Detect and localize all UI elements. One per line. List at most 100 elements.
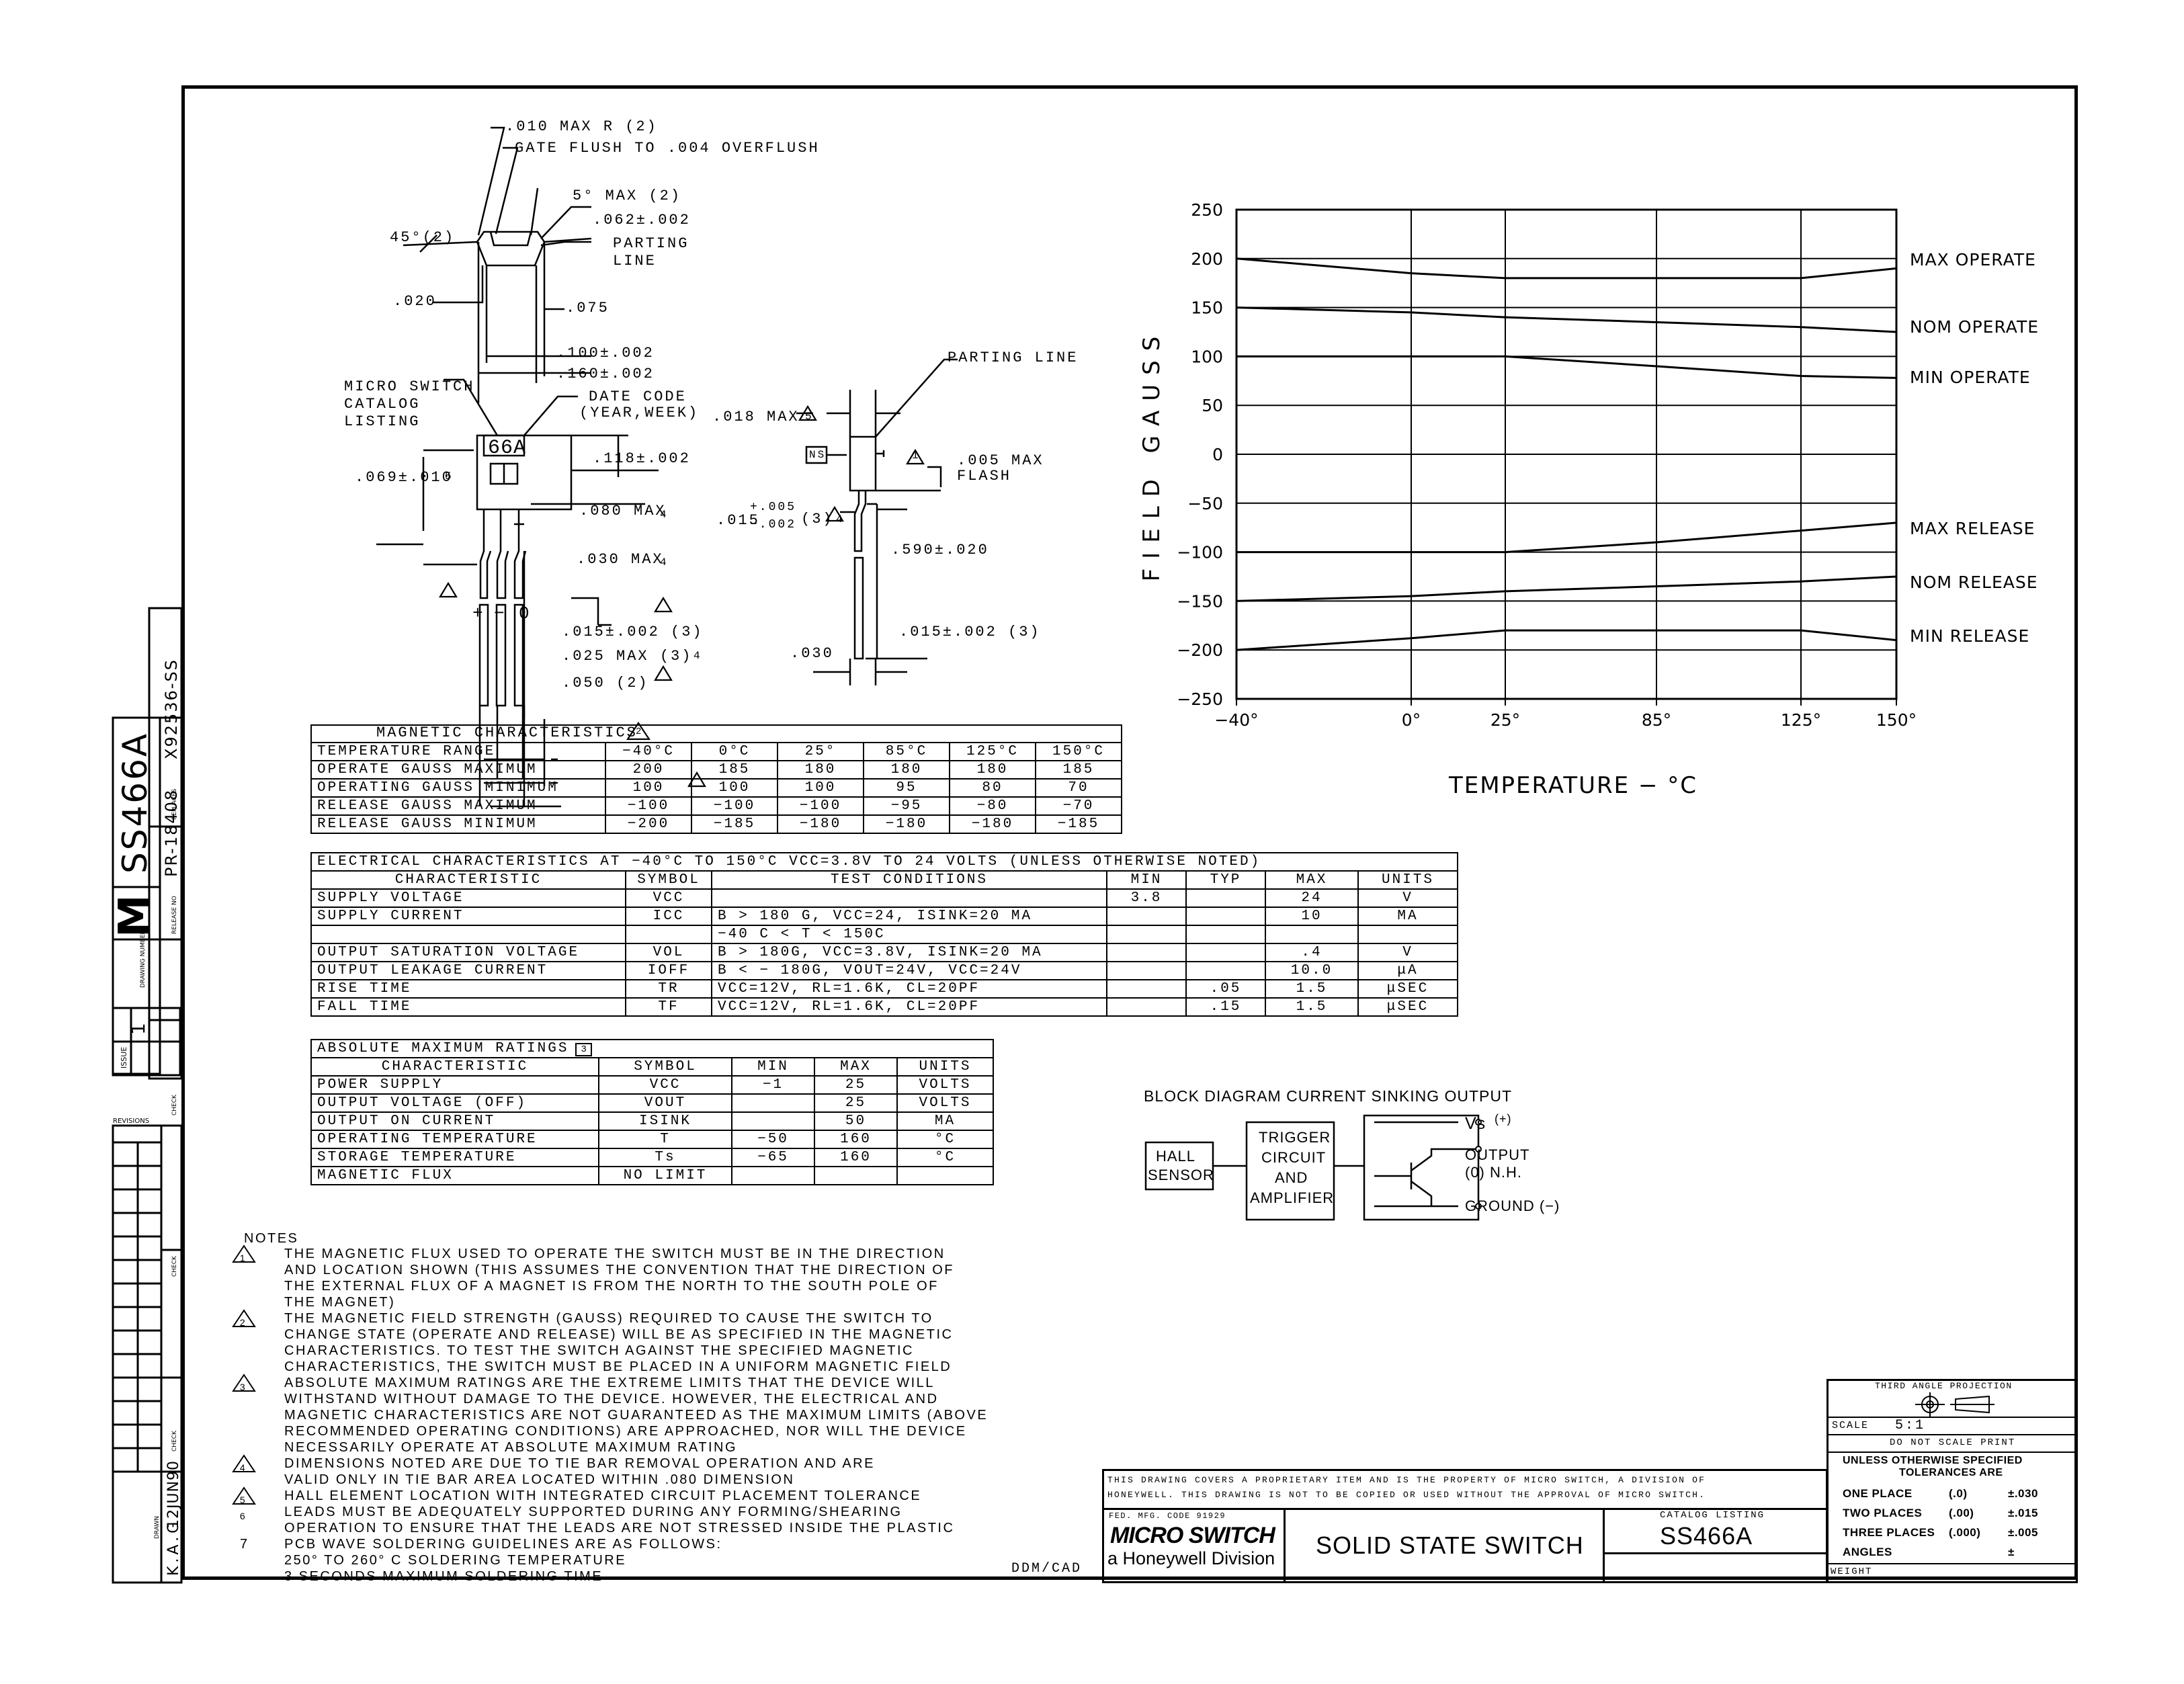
drawn-date: 12JUN90 — [165, 1460, 182, 1529]
cell-value: VOLTS — [896, 1093, 994, 1113]
cell-value — [1106, 961, 1187, 980]
cell-value: VCC — [625, 888, 712, 908]
cell-value: μSEC — [1357, 979, 1458, 999]
cell-value — [1185, 888, 1266, 908]
dim-label-39: (3) — [801, 511, 834, 528]
dim-label-11: .160±.002 — [556, 366, 655, 382]
cell-value — [1357, 925, 1458, 944]
cell-value: 160 — [814, 1130, 898, 1149]
cell-value: B > 180 G, VCC=24, ISINK=20 MA — [711, 907, 1107, 926]
revisions-label: REVISIONS — [113, 1118, 149, 1125]
series-line — [1236, 521, 1897, 554]
note-line: THE MAGNETIC FLUX USED TO OPERATE THE SW… — [284, 1247, 946, 1261]
ddm-cad-label: DDM/CAD — [1011, 1561, 1083, 1576]
note-item: 5 HALL ELEMENT LOCATION WITH INTEGRATED C… — [232, 1486, 988, 1505]
note-line: HALL ELEMENT LOCATION WITH INTEGRATED CI… — [284, 1488, 922, 1503]
dim-label-14: LISTING — [344, 413, 421, 430]
cell-value: −80 — [949, 796, 1036, 816]
vs-label: Vs — [1465, 1114, 1486, 1133]
tolerance-cell: ±.005 — [2008, 1526, 2038, 1539]
note-line: ABSOLUTE MAXIMUM RATINGS ARE THE EXTREME… — [284, 1376, 935, 1390]
cell-value: VOLTS — [896, 1075, 994, 1095]
dim-label-3: 5° MAX (2) — [573, 187, 682, 204]
cell-value: B < − 180G, VOUT=24V, VCC=24V — [711, 961, 1107, 980]
note-number: 2 — [239, 1317, 247, 1328]
tolerance-heading-1: UNLESS OTHERWISE SPECIFIED — [1843, 1455, 2023, 1466]
field-gauss-chart: 250200150100500−50−100−150−200−250−40°0°… — [1138, 200, 2038, 799]
cell-value: 85°C — [863, 742, 950, 761]
note-number: 5 — [239, 1494, 247, 1505]
cell-value — [1106, 979, 1187, 999]
y-tick-label: −250 — [1177, 689, 1223, 709]
cell-value — [711, 888, 1107, 908]
dim-label-38: −.002 — [750, 518, 797, 532]
cell-value — [731, 1111, 815, 1131]
row-label: POWER SUPPLY — [310, 1075, 599, 1095]
hall-label-2: SENSOR — [1148, 1167, 1214, 1183]
note-number: 1 — [239, 1253, 247, 1263]
cell-value: ICC — [625, 907, 712, 926]
dim-ref-1: 1 — [912, 450, 921, 462]
series-line — [1236, 306, 1897, 333]
row-label: RISE TIME — [310, 979, 626, 999]
check-label-2: CHECK — [171, 1255, 178, 1277]
cell-value: −185 — [1035, 814, 1122, 834]
dim-label-24: .015±.002 (3) — [562, 624, 704, 640]
cell-value: 1.5 — [1265, 997, 1359, 1017]
row-label: SUPPLY CURRENT — [310, 907, 626, 926]
tb-divider-2 — [1603, 1508, 1605, 1583]
cell-value: 150°C — [1035, 742, 1122, 761]
x-tick-label: 85° — [1642, 710, 1671, 730]
weight-label: WEIGHT — [1831, 1566, 1873, 1577]
cell-value: SYMBOL — [598, 1057, 732, 1077]
dim-ref-5b: 5 — [805, 411, 814, 423]
issue-label: ISSUE — [120, 1047, 128, 1068]
cell-value: 3.8 — [1106, 888, 1187, 908]
fed-code: FED. MFG. CODE 91929 — [1109, 1511, 1226, 1521]
check-label-3: CHECK — [171, 1430, 178, 1451]
cell-value: −180 — [949, 814, 1036, 834]
cell-value — [1185, 943, 1266, 962]
lead-plus: + — [472, 603, 485, 624]
cell-value — [1106, 997, 1187, 1017]
cell-value: T — [598, 1130, 732, 1149]
dim-label-21: .080 MAX — [579, 503, 667, 519]
row-label: FALL TIME — [310, 997, 626, 1017]
tolerance-cell: (.0) — [1949, 1487, 1968, 1500]
series-label: MAX RELEASE — [1910, 519, 2035, 538]
cell-value — [1106, 943, 1187, 962]
dim-label-40: .590±.020 — [891, 542, 989, 558]
drawn-by: K.A.G. — [165, 1511, 182, 1576]
cell-value: MA — [896, 1111, 994, 1131]
cell-value: −185 — [691, 814, 778, 834]
drawing-title: SOLID STATE SWITCH — [1316, 1531, 1584, 1559]
cell-value: TR — [625, 979, 712, 999]
note-line: THE MAGNETIC FIELD STRENGTH (GAUSS) REQU… — [284, 1311, 933, 1326]
proprietary-line-1: THIS DRAWING COVERS A PROPRIETARY ITEM A… — [1107, 1475, 1706, 1485]
dim-label-9: .075 — [566, 300, 610, 317]
issue-value: 1 — [127, 1023, 149, 1035]
dim-label-42: .030 — [790, 645, 834, 662]
tolerance-cell: ANGLES — [1843, 1546, 1892, 1558]
cell-value: TF — [625, 997, 712, 1017]
note-item: 1 THE MAGNETIC FLUX USED TO OPERATE THE S… — [232, 1245, 988, 1310]
absolute-title-ref: 3 — [575, 1042, 592, 1056]
note-triangle-icon — [232, 1454, 256, 1472]
cell-value: MA — [1357, 907, 1458, 926]
dim-label-10: .100±.002 — [556, 345, 655, 362]
dim-label-4: .062±.002 — [593, 212, 691, 228]
notes-list: 1 THE MAGNETIC FLUX USED TO OPERATE THE S… — [232, 1245, 988, 1585]
series-label: MIN OPERATE — [1910, 368, 2031, 387]
y-tick-label: 0 — [1212, 445, 1223, 464]
trigger-circuit-box — [1245, 1121, 1335, 1221]
note-number: 3 — [239, 1382, 247, 1392]
row-label: OUTPUT LEAKAGE CURRENT — [310, 961, 626, 980]
vs-plus-label: (+) — [1495, 1112, 1512, 1126]
tolerance-cell: THREE PLACES — [1843, 1526, 1935, 1539]
drawing-number-label: DRAWING NUMBER — [140, 930, 146, 988]
note-number: 7 — [240, 1537, 249, 1552]
